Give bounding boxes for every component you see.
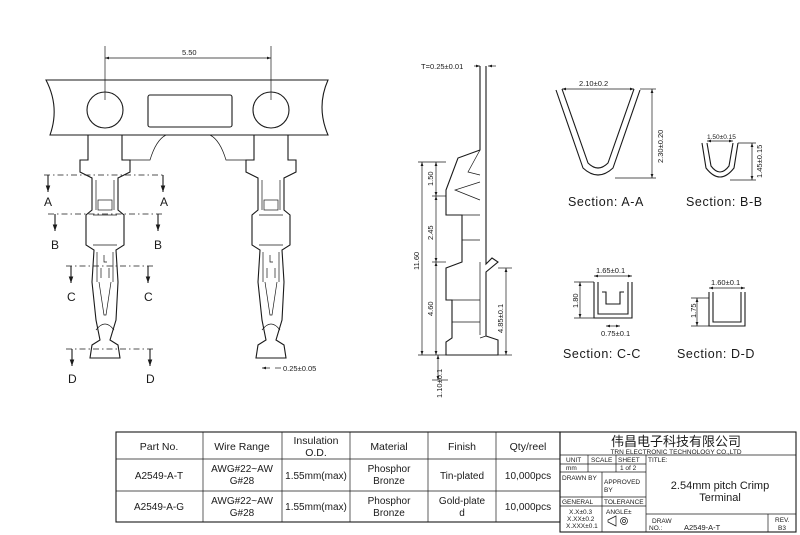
dim-length-460: 4.60 — [426, 301, 435, 316]
label-no: NO.: — [649, 525, 663, 532]
terminal-left — [79, 135, 131, 359]
terminal-right — [245, 135, 297, 359]
company-name-en: TRN ELECTRONIC TECHNOLOGY CO.,LTD — [610, 449, 741, 456]
svg-text:AWG#22~AW: AWG#22~AW — [211, 464, 273, 475]
dim-length-110: 1.10±0.1 — [435, 369, 444, 398]
tolerance-3: X.XXX±0.1 — [566, 523, 598, 530]
tolerance-2: X.XX±0.2 — [567, 516, 595, 523]
label-unit: UNIT — [566, 457, 581, 464]
company-name-cn: 伟昌电子科技有限公司 — [611, 434, 741, 449]
value-unit: mm — [566, 465, 577, 472]
dim-length-150: 1.50 — [426, 171, 435, 186]
svg-text:A2549-A-G: A2549-A-G — [134, 502, 184, 513]
svg-text:G#28: G#28 — [230, 508, 255, 519]
carrier-strip — [45, 79, 329, 136]
label-approved-by: BY — [604, 487, 613, 494]
drawing-title-line-2: Terminal — [699, 492, 741, 504]
svg-text:Bronze: Bronze — [373, 476, 405, 487]
section-mark-d-left: D — [68, 372, 77, 386]
label-scale: SCALE — [591, 457, 613, 464]
front-view: 5.50 0.25±0.05 A A B B C C D D — [44, 46, 329, 386]
dim-thickness: T=0.25±0.01 — [421, 62, 463, 71]
section-mark-b-left: B — [51, 238, 59, 252]
header-qty: Qty/reel — [510, 441, 547, 453]
svg-text:Gold-plate: Gold-plate — [439, 496, 486, 507]
svg-text:10,000pcs: 10,000pcs — [505, 502, 551, 513]
section-label-b: Section: B-B — [686, 195, 763, 209]
dim-a-width: 2.10±0.2 — [579, 79, 608, 88]
label-approved: APPROVED — [604, 479, 640, 486]
label-rev: REV. — [775, 517, 790, 524]
projection-symbol-icon — [607, 515, 628, 527]
section-mark-b-right: B — [154, 238, 162, 252]
header-insulation: Insulation — [294, 435, 339, 447]
title-block: 伟昌电子科技有限公司 TRN ELECTRONIC TECHNOLOGY CO.… — [559, 431, 797, 533]
dim-d-height: 1.75 — [689, 303, 698, 318]
svg-text:d: d — [459, 508, 465, 519]
table-row: A2549-A-G AWG#22~AW G#28 1.55mm(max) Pho… — [134, 496, 551, 519]
svg-text:A2549-A-T: A2549-A-T — [135, 471, 183, 482]
section-label-c: Section: C-C — [563, 347, 641, 361]
header-insulation-od: O.D. — [305, 447, 327, 459]
dim-pitch: 5.50 — [182, 48, 197, 57]
value-sheet: 1 of 2 — [620, 465, 637, 472]
label-tolerance: TOLERANCE — [604, 499, 644, 506]
label-title: TITLE: — [648, 457, 668, 464]
section-mark-a-right: A — [160, 195, 168, 209]
label-drawn-by: DRAWN BY — [562, 475, 597, 482]
tolerance-1: X.X±0.3 — [569, 509, 592, 516]
svg-text:Phosphor: Phosphor — [368, 464, 411, 475]
label-angle: ANGLE± — [606, 509, 632, 516]
section-c-view: 1.65±0.1 1.80 0.75±0.1 Section: C-C — [563, 266, 641, 361]
header-finish: Finish — [448, 441, 476, 453]
dim-c-height: 1.80 — [571, 293, 580, 308]
dim-length-485: 4.85±0.1 — [496, 304, 505, 333]
dim-b-height: 1.45±0.15 — [755, 145, 764, 178]
label-sheet: SHEET — [618, 457, 640, 464]
svg-text:G#28: G#28 — [230, 476, 255, 487]
svg-text:1.55mm(max): 1.55mm(max) — [285, 502, 347, 513]
section-d-view: 1.60±0.1 1.75 Section: D-D — [677, 278, 755, 361]
section-mark-a-left: A — [44, 195, 52, 209]
svg-text:1.55mm(max): 1.55mm(max) — [285, 471, 347, 482]
svg-text:Phosphor: Phosphor — [368, 496, 411, 507]
dim-length-1160: 11.60 — [412, 252, 421, 270]
table-row: A2549-A-T AWG#22~AW G#28 1.55mm(max) Pho… — [135, 464, 551, 487]
header-material: Material — [370, 441, 407, 453]
label-general: GENERAL — [562, 499, 593, 506]
side-view: T=0.25±0.01 11.60 1.50 2.45 4.60 4.85±0.… — [412, 62, 512, 398]
svg-text:Tin-plated: Tin-plated — [440, 471, 484, 482]
revision-value: B3 — [778, 525, 786, 532]
svg-text:AWG#22~AW: AWG#22~AW — [211, 496, 273, 507]
section-label-d: Section: D-D — [677, 347, 755, 361]
header-part-no: Part No. — [140, 441, 179, 453]
dim-length-245: 2.45 — [426, 225, 435, 240]
parts-table: Part No. Wire Range Insulation O.D. Mate… — [115, 431, 561, 523]
carrier-slot — [147, 94, 233, 128]
drawing-number: A2549-A-T — [684, 523, 721, 532]
dim-d-width: 1.60±0.1 — [711, 278, 740, 287]
label-draw: DRAW — [652, 518, 672, 525]
dim-c-width: 1.65±0.1 — [596, 266, 625, 275]
section-mark-c-left: C — [67, 290, 76, 304]
header-wire-range: Wire Range — [214, 441, 270, 453]
section-mark-d-right: D — [146, 372, 155, 386]
svg-text:Bronze: Bronze — [373, 508, 405, 519]
section-label-a: Section: A-A — [568, 195, 644, 209]
section-a-view: 2.10±0.2 2.30±0.20 Section: A-A — [555, 79, 665, 209]
dim-tip-width: 0.25±0.05 — [283, 364, 316, 373]
dim-c-base: 0.75±0.1 — [601, 329, 630, 338]
dim-b-width: 1.50±0.15 — [707, 134, 736, 141]
drawing-title-line-1: 2.54mm pitch Crimp — [671, 480, 769, 492]
svg-text:10,000pcs: 10,000pcs — [505, 471, 551, 482]
section-b-view: 1.50±0.15 1.45±0.15 Section: B-B — [686, 134, 764, 209]
dim-a-height: 2.30±0.20 — [656, 130, 665, 163]
section-mark-c-right: C — [144, 290, 153, 304]
